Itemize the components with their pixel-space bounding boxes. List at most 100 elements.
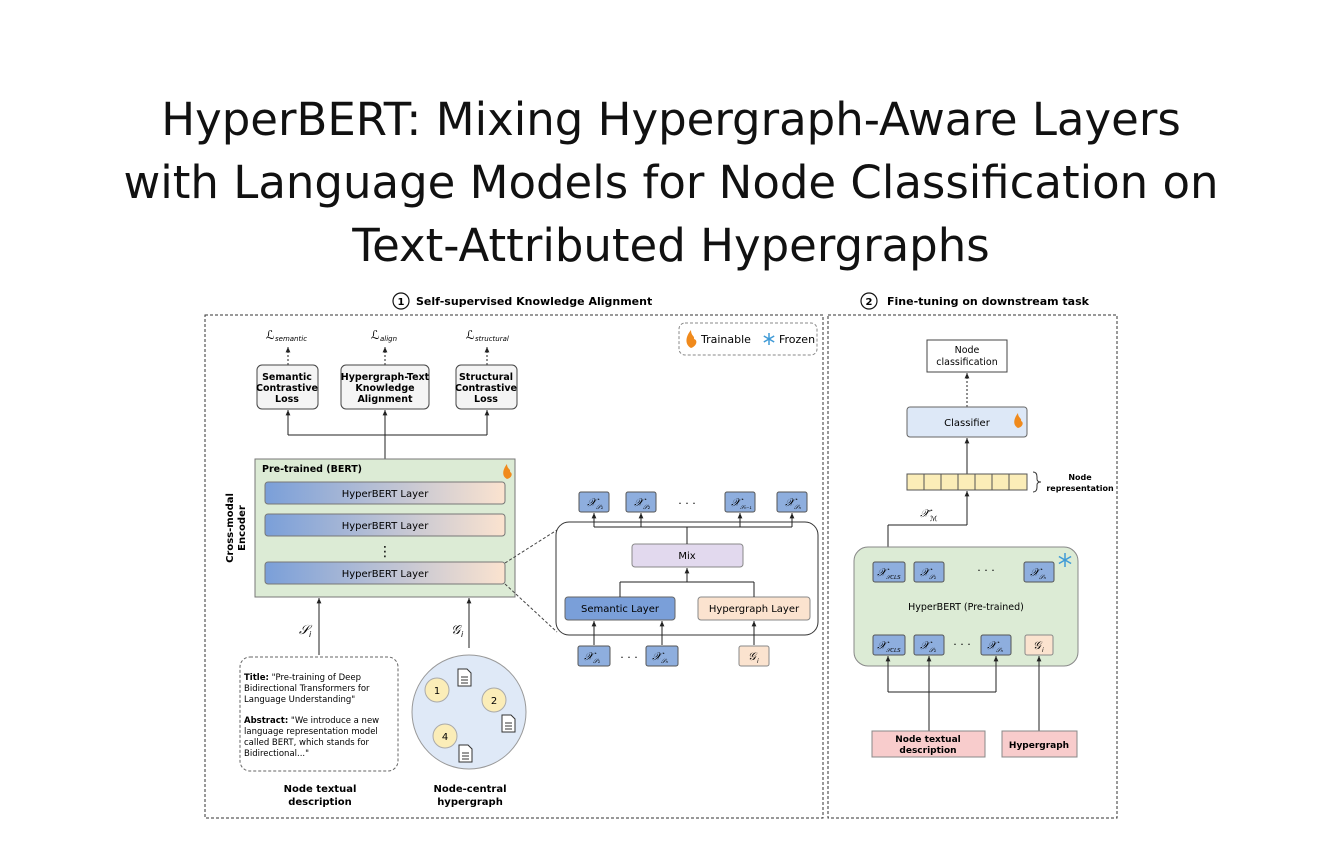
node-1 <box>424 677 450 703</box>
svg-text:i: i <box>1042 647 1044 654</box>
title-line-1: HyperBERT: Mixing Hypergraph-Aware Layer… <box>161 93 1181 146</box>
svg-text:2: 2 <box>866 297 873 308</box>
svg-text:𝒮ₙ₋₁: 𝒮ₙ₋₁ <box>740 505 752 511</box>
svg-text:HyperBERT (Pre-trained): HyperBERT (Pre-trained) <box>908 602 1024 613</box>
hyperbert-layer-3 <box>264 561 506 585</box>
svg-text:Title: "Pre-training of Deep: Title: "Pre-training of Deep <box>244 673 361 683</box>
svg-text:𝒮₁: 𝒮₁ <box>596 504 604 511</box>
svg-text:align: align <box>380 335 397 343</box>
svg-text:HyperBERT Layer: HyperBERT Layer <box>342 521 430 532</box>
svg-text:i: i <box>461 630 464 639</box>
svg-text:ℳ: ℳ <box>930 515 938 523</box>
svg-text:Hypergraph: Hypergraph <box>1009 741 1069 751</box>
svg-text:Abstract: "We introduce a new: Abstract: "We introduce a new <box>244 716 379 726</box>
input-s-symbol: 𝒮 i <box>299 623 313 639</box>
input-node-text-box: Node textual description <box>871 730 986 758</box>
hypergraph-text-alignment-box: Hypergraph-Text Knowledge Alignment <box>340 364 430 410</box>
s2-token-bottom-2: 𝒳 𝒮₁ <box>913 634 945 656</box>
document-icon <box>501 714 516 733</box>
loss-semantic-symbol: ℒ semantic <box>266 328 307 343</box>
svg-text:1: 1 <box>434 686 440 697</box>
title-line-3: Text-Attributed Hypergraphs <box>352 219 990 272</box>
svg-text:language representation model: language representation model <box>244 727 378 737</box>
svg-text:Alignment: Alignment <box>357 394 413 405</box>
s2-token-top-2: 𝒳 𝒮₁ <box>913 561 945 583</box>
svg-text:i: i <box>309 630 312 639</box>
svg-text:· · ·: · · · <box>953 638 970 651</box>
s2-token-bottom-g: 𝒢 i <box>1024 634 1054 656</box>
token-bottom-1: 𝒳 𝒮₁ <box>577 645 611 667</box>
s2-token-top-1: 𝒳 𝒮CLS <box>872 561 906 583</box>
s2-token-bottom-3: 𝒳 𝒮ₙ <box>980 634 1012 656</box>
loss-structural-symbol: ℒ structural <box>466 328 509 343</box>
svg-text:𝒢: 𝒢 <box>748 650 758 663</box>
svg-text:Pre-trained (BERT): Pre-trained (BERT) <box>262 464 362 475</box>
node-text-card: Title: "Pre-training of Deep Bidirection… <box>239 656 399 772</box>
node-2 <box>481 687 507 713</box>
hyperbert-layer-2 <box>264 513 506 537</box>
encoder-side-label: Cross-modal Encoder <box>225 493 248 563</box>
section-1-heading: 1 Self-supervised Knowledge Alignment <box>392 292 652 310</box>
svg-text:⋮: ⋮ <box>378 544 392 560</box>
caption-node-text-1: Node textual <box>284 784 357 795</box>
svg-text:Semantic Layer: Semantic Layer <box>581 604 660 615</box>
svg-text:semantic: semantic <box>275 335 307 343</box>
ellipsis-bottom: · · · <box>620 651 637 664</box>
svg-text:Fine-tuning on downstream task: Fine-tuning on downstream task <box>887 295 1090 308</box>
svg-text:Contrastive: Contrastive <box>455 383 517 394</box>
flame-icon <box>686 330 697 348</box>
ellipsis-top: · · · <box>678 497 695 510</box>
svg-text:Hypergraph-Text: Hypergraph-Text <box>341 372 430 383</box>
svg-text:Loss: Loss <box>275 394 299 405</box>
svg-text:Semantic: Semantic <box>262 372 312 383</box>
flame-icon <box>1014 413 1023 428</box>
svg-text:Classifier: Classifier <box>944 418 991 429</box>
flame-icon <box>503 464 512 479</box>
title-line-2: with Language Models for Node Classifica… <box>123 156 1219 209</box>
legend: Trainable Frozen <box>678 322 818 356</box>
svg-text:𝒮₂: 𝒮₂ <box>643 504 651 511</box>
document-icon <box>457 668 472 687</box>
svg-text:Knowledge: Knowledge <box>355 383 414 394</box>
input-hypergraph-box: Hypergraph <box>1001 730 1078 758</box>
snowflake-icon <box>1058 553 1072 567</box>
svg-text:ℒ: ℒ <box>266 328 275 342</box>
token-bottom-2: 𝒳 𝒮ₙ <box>645 645 679 667</box>
svg-text:Self-supervised Knowledge Alig: Self-supervised Knowledge Alignment <box>416 295 652 308</box>
semantic-contrastive-loss-box: Semantic Contrastive Loss <box>256 364 319 410</box>
svg-text:1: 1 <box>398 297 405 308</box>
svg-text:Contrastive: Contrastive <box>256 383 318 394</box>
svg-text:Bidirectional...": Bidirectional..." <box>244 749 309 759</box>
snowflake-icon <box>763 333 775 345</box>
repr-symbol: 𝒳̃ ℳ <box>920 507 938 523</box>
svg-text:𝒢: 𝒢 <box>1033 639 1043 652</box>
token-top-4: 𝒳 𝒮ₙ <box>776 491 808 513</box>
node-classification-box: Node classification <box>926 339 1008 373</box>
svg-text:Frozen: Frozen <box>779 333 815 346</box>
svg-text:called BERT, which stands for: called BERT, which stands for <box>244 738 370 748</box>
svg-text:Node textual: Node textual <box>895 735 960 745</box>
svg-text:𝒮₁: 𝒮₁ <box>929 574 937 581</box>
svg-text:Trainable: Trainable <box>700 333 751 346</box>
svg-text:ℒ: ℒ <box>466 328 475 342</box>
caption-node-text-2: description <box>288 797 352 808</box>
hyperbert-pretrained-block: HyperBERT (Pre-trained) · · · · · · <box>853 546 1079 667</box>
svg-text:𝒮ₙ: 𝒮ₙ <box>996 647 1004 654</box>
svg-text:description: description <box>899 746 956 756</box>
svg-text:Cross-modal: Cross-modal <box>225 493 236 563</box>
caption-hypergraph-1: Node-central <box>433 784 506 795</box>
caption-hypergraph-2: hypergraph <box>437 797 503 808</box>
svg-text:𝒮ₙ: 𝒮ₙ <box>661 658 669 665</box>
s2-token-bottom-1: 𝒳 𝒮CLS <box>872 634 906 656</box>
node-central-hypergraph: 1 2 4 <box>411 654 527 770</box>
classifier-box: Classifier <box>906 406 1028 438</box>
svg-text:Node: Node <box>955 345 980 356</box>
page-title: HyperBERT: Mixing Hypergraph-Aware Layer… <box>0 88 1342 277</box>
svg-text:HyperBERT Layer: HyperBERT Layer <box>342 489 430 500</box>
token-top-2: 𝒳 𝒮₂ <box>625 491 657 513</box>
svg-text:representation: representation <box>1046 484 1114 493</box>
node-4 <box>432 723 458 749</box>
token-top-3: 𝒳 𝒮ₙ₋₁ <box>724 491 756 513</box>
section-2-heading: 2 Fine-tuning on downstream task <box>860 292 1090 310</box>
